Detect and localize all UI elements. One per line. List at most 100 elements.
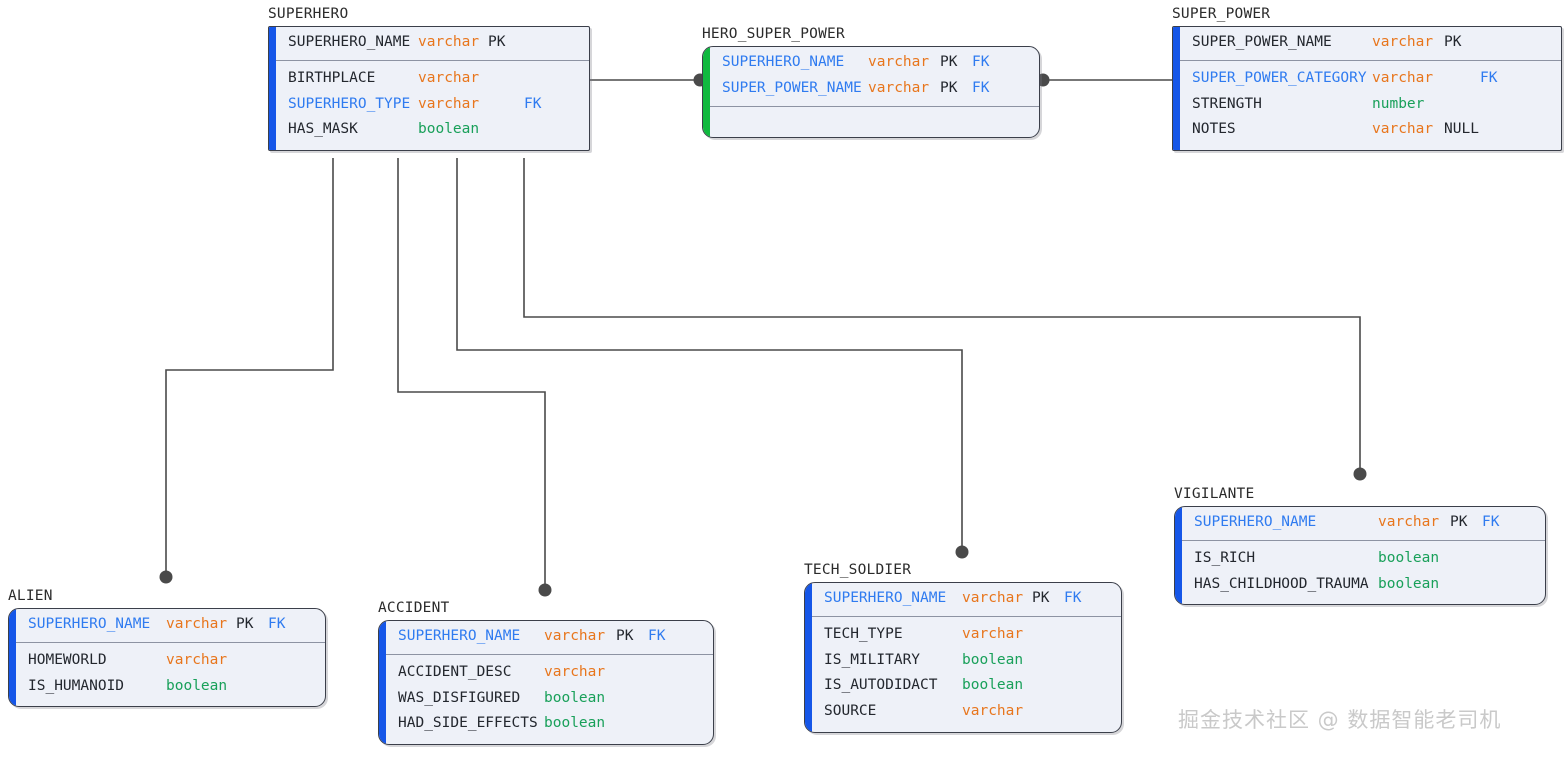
relationship-line-superhero-vigilante: [523, 158, 1361, 471]
column-fk-flag: FK: [1064, 590, 1082, 606]
column-row: HOMEWORLD varchar: [16, 648, 325, 674]
column-type: varchar: [868, 54, 930, 70]
column-row: SUPERHERO_NAME varchar PK FK: [812, 586, 1121, 612]
column-name: WAS_DISFIGURED: [398, 689, 521, 706]
column-type: boolean: [166, 677, 228, 694]
watermark: 掘金技术社区 @ 数据智能老司机: [1178, 708, 1502, 732]
relationship-endpoint-dot: [955, 545, 969, 559]
column-name: HOMEWORLD: [28, 651, 107, 668]
column-name: SUPER_POWER_CATEGORY: [1192, 69, 1367, 86]
entity-key-section: SUPERHERO_NAME varchar PK FK: [812, 583, 1121, 616]
column-type: varchar: [962, 590, 1024, 606]
column-name: SUPER_POWER_NAME: [722, 79, 862, 96]
column-type: varchar: [962, 703, 1024, 720]
column-type: varchar: [962, 625, 1024, 642]
column-pk-flag: PK: [488, 34, 506, 50]
column-type: varchar: [418, 95, 480, 112]
column-row: STRENGTH number: [1180, 92, 1561, 118]
column-row: BIRTHPLACE varchar: [276, 66, 589, 92]
column-type: varchar: [544, 663, 606, 680]
column-row: IS_AUTODIDACT boolean: [812, 673, 1121, 699]
column-name: SUPERHERO_NAME: [722, 54, 845, 70]
column-name: IS_HUMANOID: [28, 677, 125, 694]
column-type: varchar: [418, 69, 480, 86]
column-name: IS_RICH: [1194, 549, 1256, 566]
column-type: boolean: [544, 715, 606, 732]
column-name: SUPER_POWER_NAME: [1192, 34, 1332, 50]
column-type: varchar: [166, 616, 228, 632]
column-row: SUPERHERO_NAME varchar PK: [276, 30, 589, 56]
column-name: BIRTHPLACE: [288, 69, 376, 86]
column-fk-flag: FK: [268, 616, 286, 632]
column-name: TECH_TYPE: [824, 625, 903, 642]
column-pk-flag: PK: [616, 628, 634, 644]
column-nullable-flag: NULL: [1444, 121, 1479, 138]
entity-accent-bar: [379, 621, 386, 745]
column-fk-flag: FK: [524, 95, 542, 112]
entity-accent-bar: [805, 583, 812, 732]
column-fk-flag: FK: [1480, 69, 1498, 86]
column-pk-flag: PK: [940, 79, 958, 96]
entity-title-super_power: SUPER_POWER: [1172, 6, 1271, 22]
column-name: SUPERHERO_NAME: [1194, 514, 1317, 530]
column-name: SUPERHERO_NAME: [28, 616, 151, 632]
entity-key-section: SUPERHERO_NAME varchar PK: [276, 27, 589, 60]
column-name: SUPERHERO_NAME: [288, 34, 411, 50]
column-type: boolean: [962, 677, 1024, 694]
entity-title-vigilante: VIGILANTE: [1174, 486, 1255, 502]
column-row: IS_HUMANOID boolean: [16, 674, 325, 700]
column-type: boolean: [544, 689, 606, 706]
column-pk-flag: PK: [1450, 514, 1468, 530]
column-name: STRENGTH: [1192, 95, 1262, 112]
column-type: number: [1372, 95, 1425, 112]
column-name: IS_AUTODIDACT: [824, 677, 938, 694]
entity-accent-bar: [1175, 507, 1182, 605]
column-pk-flag: PK: [1444, 34, 1462, 50]
column-row: WAS_DISFIGURED boolean: [386, 686, 713, 712]
column-type: varchar: [166, 651, 228, 668]
relationship-line-superhero-tech_soldier: [456, 158, 963, 549]
relationship-line-superhero-alien: [165, 158, 334, 574]
column-fk-flag: FK: [648, 628, 666, 644]
column-pk-flag: PK: [1032, 590, 1050, 606]
column-type: varchar: [418, 34, 480, 50]
column-name: SUPERHERO_NAME: [824, 590, 947, 606]
